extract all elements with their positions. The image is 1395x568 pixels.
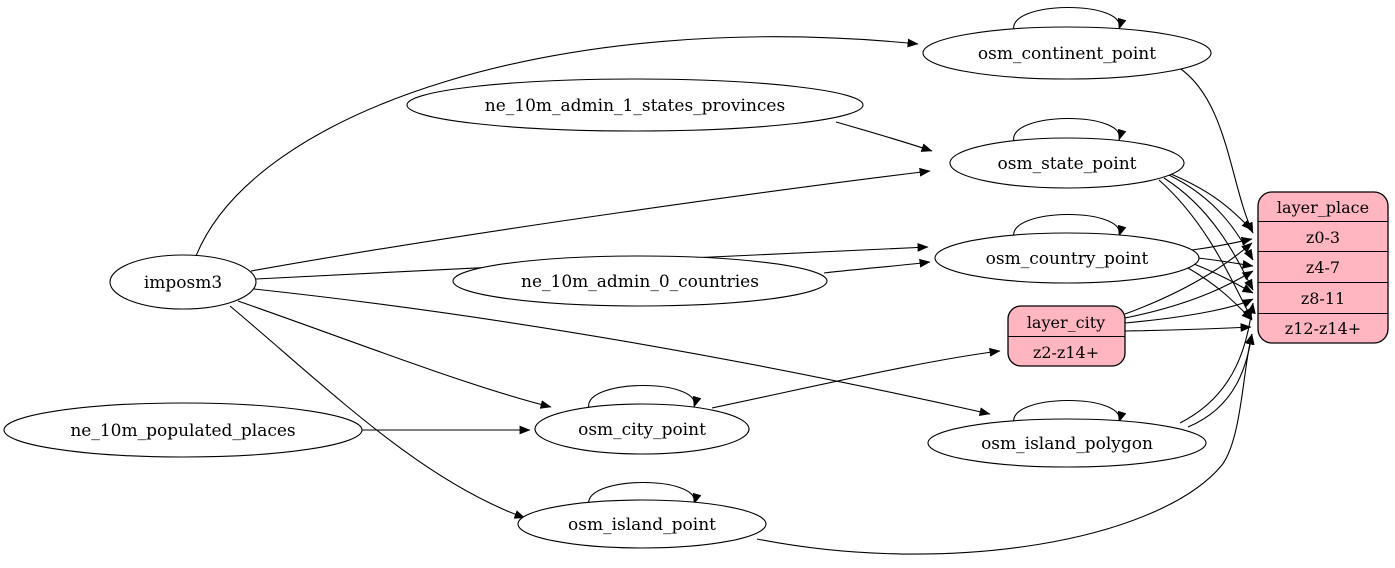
layer-place-box [1257,191,1389,344]
self-loop-osm-continent-point [1013,6,1127,32]
edge-osm-state-point-to-layer-place-z0-3 [1165,171,1253,231]
ne-10m-admin-0-countries-ellipse [452,255,828,307]
layer-place-row-z4-7: z4-7 [1306,258,1340,277]
node-layer-place: layer_place z0-3 z4-7 z8-11 z12-z14+ [1257,191,1389,344]
layer-place-title: layer_place [1277,198,1369,217]
node-ne-10m-admin-1-states-provinces: ne_10m_admin_1_states_provinces [406,78,864,132]
osm-country-point-ellipse [934,232,1200,284]
edge-osm-island-polygon-to-layer-place-z8-11 [1179,302,1256,424]
self-loop-osm-island-polygon [1013,399,1127,425]
self-loop-osm-island-point [588,481,702,507]
osm-island-point-label: osm_island_point [568,515,716,535]
node-osm-continent-point: osm_continent_point [922,26,1212,80]
node-osm-island-point: osm_island_point [517,499,767,549]
edge-layer-city-to-layer-place-z12-z14 [1124,323,1252,332]
layer-place-row-z12-z14: z12-z14+ [1285,319,1361,338]
node-osm-country-point: osm_country_point [934,232,1200,284]
layer-city-title: layer_city [1027,313,1105,332]
osm-continent-point-label: osm_continent_point [978,44,1156,64]
ne-10m-populated-places-ellipse [3,402,363,458]
osm-state-point-ellipse [949,137,1185,189]
osm-island-point-ellipse [517,499,767,549]
edge-osm-island-point-to-layer-place-z12-z14 [756,333,1254,555]
node-layer-city: layer_city z2-z14+ [1007,305,1126,367]
edge-osm-island-polygon-to-layer-place-z12-z14 [1187,333,1255,428]
edge-layer-city-to-layer-place-z4-7 [1124,270,1254,319]
edge-imposm3-to-osm-city-point [237,300,552,409]
edge-osm-continent-point-to-layer-place-z0-3 [1177,66,1254,234]
ne-10m-admin-0-countries-label: ne_10m_admin_0_countries [521,272,759,292]
edge-osm-country-point-to-layer-place-z12-z14 [1187,267,1253,321]
edge-imposm3-to-osm-island-polygon [253,288,991,416]
self-loop-osm-country-point [1013,213,1127,239]
osm-island-polygon-label: osm_island_polygon [981,434,1153,454]
layer-city-row-z2-z14: z2-z14+ [1033,343,1099,362]
edge-layer-city-to-layer-place-z0-3 [1124,242,1253,315]
edge-osm-country-point-to-layer-place-z8-11 [1193,263,1254,294]
self-loop-osm-state-point [1013,117,1127,143]
osm-city-point-ellipse [534,403,750,455]
layer-place-row-z0-3: z0-3 [1306,228,1340,247]
edge-osm-country-point-to-layer-place-z4-7 [1197,257,1254,269]
node-osm-island-polygon: osm_island_polygon [927,418,1207,468]
edges [195,6,1256,555]
edge-imposm3-to-osm-state-point [250,167,931,272]
node-osm-state-point: osm_state_point [949,137,1185,189]
edge-osm-country-point-to-layer-place-z0-3 [1191,236,1253,251]
node-imposm3: imposm3 [109,254,257,310]
edge-osm-city-point-to-layer-city-z2-z14 [711,347,1001,409]
osm-island-polygon-ellipse [927,418,1207,468]
osm-country-point-label: osm_country_point [986,249,1149,269]
node-ne-10m-admin-0-countries: ne_10m_admin_0_countries [452,255,828,307]
edge-imposm3-to-osm-continent-point [195,36,919,257]
imposm3-ellipse [109,254,257,310]
edge-ne-10m-admin-1-states-provinces-to-osm-state-point [835,121,933,152]
node-ne-10m-populated-places: ne_10m_populated_places [3,402,363,458]
ne-10m-admin-1-states-provinces-ellipse [406,78,864,132]
layer-place-row-z8-11: z8-11 [1301,289,1345,308]
edge-imposm3-to-osm-island-point [229,305,526,519]
self-loop-osm-city-point [588,384,702,410]
osm-continent-point-ellipse [922,26,1212,80]
edge-ne-10m-admin-0-countries-to-osm-country-point [823,258,931,274]
edge-layer-city-to-layer-place-z8-11 [1124,298,1254,324]
osm-city-point-label: osm_city_point [578,420,706,440]
imposm3-label: imposm3 [144,273,222,293]
osm-state-point-label: osm_state_point [998,154,1137,174]
ne-10m-admin-1-states-provinces-label: ne_10m_admin_1_states_provinces [485,96,785,116]
ne-10m-populated-places-label: ne_10m_populated_places [70,421,295,441]
node-osm-city-point: osm_city_point [534,403,750,455]
